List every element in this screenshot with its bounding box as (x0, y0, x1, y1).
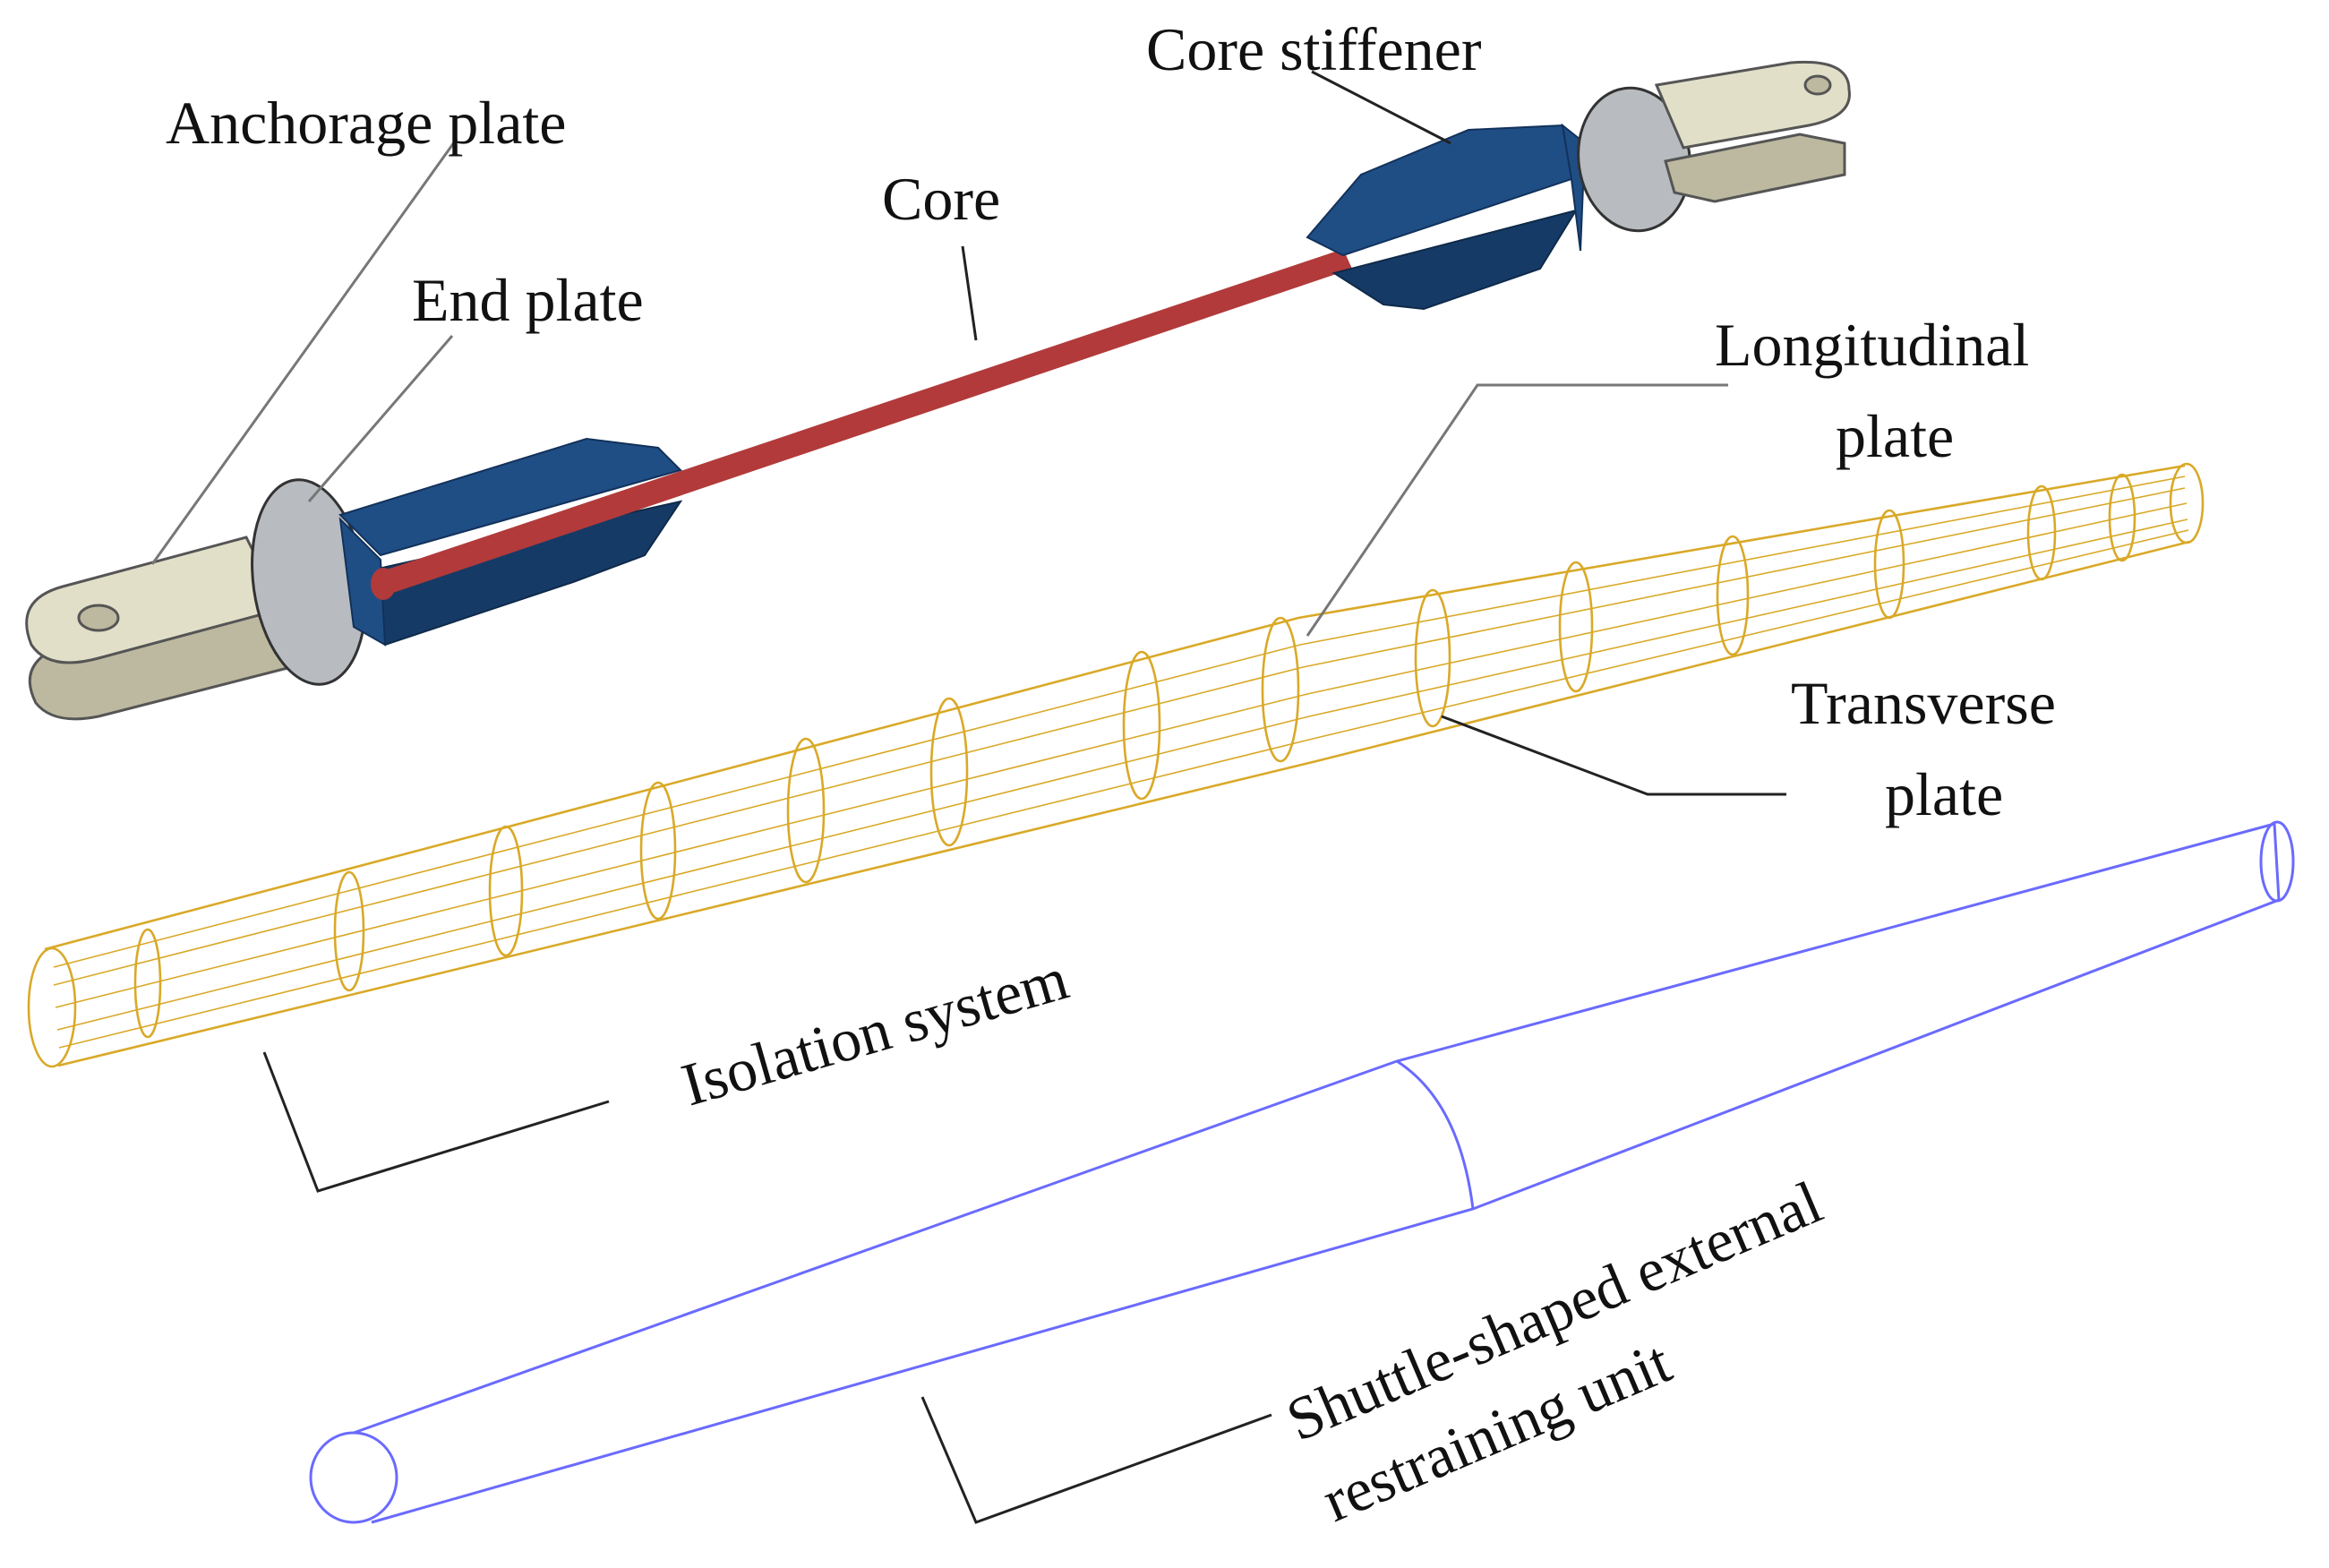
transverse-plate-label-line2: plate (1885, 760, 2003, 828)
longitudinal-plate-label-line2: plate (1836, 402, 1954, 470)
right-core-stiffener (1306, 123, 1587, 311)
longitudinal-plate-label-line1: Longitudinal (1715, 311, 2029, 379)
left-anchorage-bolt-hole (77, 604, 120, 632)
restraining-unit-left-end (309, 1431, 398, 1524)
transverse-plate-ring (1414, 588, 1451, 728)
transverse-plate-ring (929, 697, 969, 847)
right-anchorage-lower-tab (1664, 133, 1846, 203)
restraining-unit-mid-seam (1396, 1059, 1475, 1210)
end-plate-leader (307, 335, 454, 502)
anchorage-plate-leader (150, 138, 458, 565)
transverse-plate-ring (333, 870, 365, 992)
transverse-plate-label-line1: Transverse (1791, 669, 2056, 737)
restraining-unit-shell (309, 820, 2295, 1524)
isolation-system-leader (262, 1051, 610, 1193)
transverse-plate-ring (639, 781, 677, 921)
transverse-plate-ring (1716, 535, 1750, 656)
anchorage-plate-label: Anchorage plate (166, 89, 566, 157)
right-end-plate (1577, 86, 1691, 233)
restraining-unit-outline (353, 822, 2281, 1524)
longitudinal-plate-line-1 (53, 487, 2186, 986)
cage-right-end (2169, 462, 2205, 544)
restraining-unit-right-end (2259, 820, 2295, 903)
cage-left-end (27, 947, 77, 1068)
cage-bottom-edge (57, 540, 2190, 1067)
transverse-plate-ring (2026, 484, 2057, 581)
cage-top-edge (44, 464, 2186, 951)
leader-lines (150, 70, 1786, 1524)
longitudinal-plate-line-2 (55, 502, 2188, 1008)
brace-core-assembly (25, 60, 1851, 721)
longitudinal-plate-line-4 (53, 476, 2186, 968)
end-plate-label: End plate (412, 266, 644, 334)
isolation-system-label: Isolation system (674, 944, 1075, 1118)
core-leader (961, 245, 978, 341)
longitudinal-plate-line-3 (56, 518, 2188, 1031)
core-stiffener-leader (1311, 70, 1451, 145)
transverse-plate-leader (1441, 715, 1786, 796)
transverse-plate-ring (1558, 561, 1594, 693)
transverse-plate-ring (2108, 473, 2136, 562)
left-stiffener-fin-top (338, 437, 682, 557)
transverse-plate-ring (1873, 509, 1905, 620)
restraining-unit-leader (920, 1396, 1272, 1524)
left-stiffener-fin-side (338, 517, 387, 647)
transverse-plate-ring (1261, 616, 1300, 763)
longitudinal-plate-leader (1306, 383, 1728, 637)
core-stiffener-label: Core stiffener (1146, 15, 1482, 83)
core-bar-left-end (371, 568, 396, 600)
transverse-plate-ring (786, 737, 826, 884)
core-bar (376, 249, 1352, 595)
right-anchorage-plate (1654, 60, 1851, 203)
isolation-system-cage (27, 462, 2205, 1068)
transverse-plate-ring (488, 825, 524, 957)
right-anchorage-bolt-hole (1803, 74, 1832, 96)
transverse-plate-ring (133, 928, 162, 1039)
left-core-stiffener (338, 437, 683, 647)
transverse-plate-ring (1122, 650, 1161, 801)
core-label: Core (882, 165, 1000, 233)
longitudinal-plate-line-5 (58, 529, 2189, 1049)
right-stiffener-fin-bottom (1331, 209, 1579, 311)
right-anchorage-upper-tab (1654, 60, 1851, 150)
labels: Anchorage plate End plate Core Core stif… (166, 15, 2056, 1535)
